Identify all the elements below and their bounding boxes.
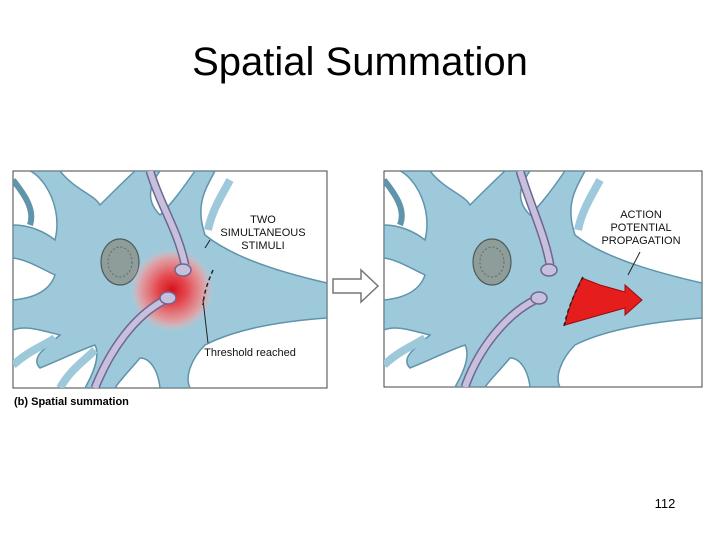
right-upper-axon xyxy=(515,171,558,277)
right-nucleus xyxy=(472,238,512,286)
left-lower-axon xyxy=(90,291,177,388)
left-label-line2: SIMULTANEOUS xyxy=(220,227,305,239)
figure-caption: (b) Spatial summation xyxy=(14,396,129,408)
right-label-line3: PROPAGATION xyxy=(601,235,680,247)
right-label-line2: POTENTIAL xyxy=(610,222,671,234)
left-upper-axon xyxy=(145,171,192,277)
threshold-leader-line xyxy=(202,299,209,344)
stimuli-leader-line xyxy=(204,239,211,249)
threshold-label: Threshold reached xyxy=(204,347,296,359)
propagation-leader-line xyxy=(627,251,641,276)
right-label-line1: ACTION xyxy=(620,209,662,221)
left-label-line1: TWO xyxy=(250,214,276,226)
left-nucleus xyxy=(100,238,140,286)
slide-title: Spatial Summation xyxy=(192,40,528,84)
threshold-dashed-line xyxy=(202,269,214,306)
left-label-line3: STIMULI xyxy=(241,240,284,252)
right-panel: ACTION POTENTIAL PROPAGATION xyxy=(383,170,703,388)
propagation-wave xyxy=(564,277,643,326)
transition-arrow xyxy=(332,268,380,304)
right-neuron-body xyxy=(384,171,702,387)
left-panel: TWO SIMULTANEOUS STIMULI Threshold reach… xyxy=(12,170,328,389)
page-number: 112 xyxy=(654,496,676,511)
right-lower-axon xyxy=(460,291,548,387)
